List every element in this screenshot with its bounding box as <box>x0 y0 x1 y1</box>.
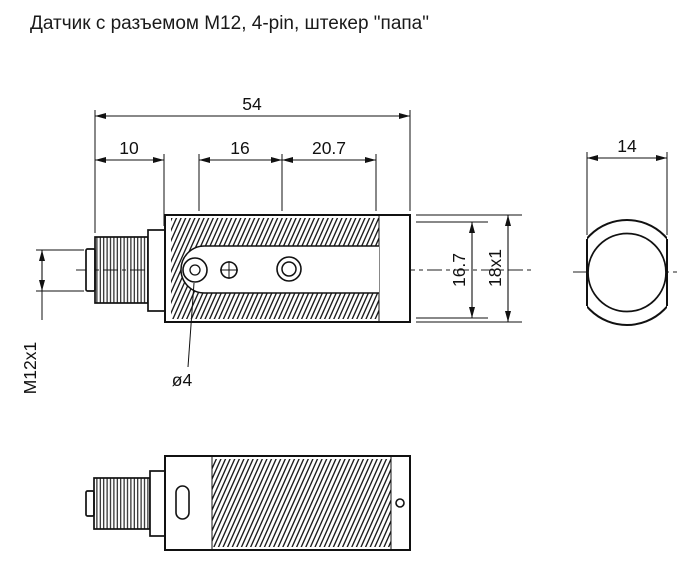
dim-rear-section: 20.7 <box>282 138 377 211</box>
rear-indicator-hole <box>395 498 405 508</box>
dim-rear-label: 20.7 <box>312 138 346 158</box>
dim-end-view-width: 14 <box>586 136 668 235</box>
end-view-inner-circle <box>587 232 667 313</box>
hole-diameter-label: ø4 <box>172 370 193 390</box>
mounting-hole <box>182 257 208 283</box>
led-window-slot <box>175 485 190 520</box>
across-flat-label: 16.7 <box>449 253 469 287</box>
callout-hole-diameter: ø4 <box>172 282 195 390</box>
connector-tip <box>85 248 96 292</box>
indicator-hole-inner <box>281 261 297 277</box>
bottom-view <box>85 455 411 551</box>
bottom-connector-tip <box>85 490 95 517</box>
body-thread-label: 18x1 <box>485 249 505 287</box>
connector-collar <box>147 229 166 312</box>
connector-thread-barrel <box>94 236 149 304</box>
dim-front-label: 16 <box>230 138 249 158</box>
dim-connector-length: 10 <box>95 138 165 226</box>
leader-line <box>187 282 195 368</box>
bottom-thread-texture <box>212 459 391 547</box>
dim-overall-length: 54 <box>94 94 411 233</box>
end-view-body-profile <box>587 219 667 326</box>
dim-connector-thread: M12x1 <box>20 249 84 395</box>
end-view: 14 <box>573 136 680 326</box>
dim-front-section: 16 <box>198 138 283 211</box>
bottom-connector-thread-barrel <box>93 477 151 530</box>
main-view <box>76 214 532 323</box>
dim-across-flat: 16.7 <box>416 221 488 319</box>
mounting-hole-inner <box>189 264 201 276</box>
bottom-connector-collar <box>149 470 166 537</box>
page-title: Датчик с разъемом М12, 4-pin, штекер "па… <box>30 13 429 34</box>
dim-body-thread: 18x1 <box>416 214 522 323</box>
dim-overall-label: 54 <box>242 94 262 114</box>
dim-connector-label: 10 <box>119 138 139 158</box>
end-view-width-label: 14 <box>617 136 637 156</box>
connector-thread-label: M12x1 <box>20 342 40 395</box>
indicator-hole <box>276 256 302 282</box>
